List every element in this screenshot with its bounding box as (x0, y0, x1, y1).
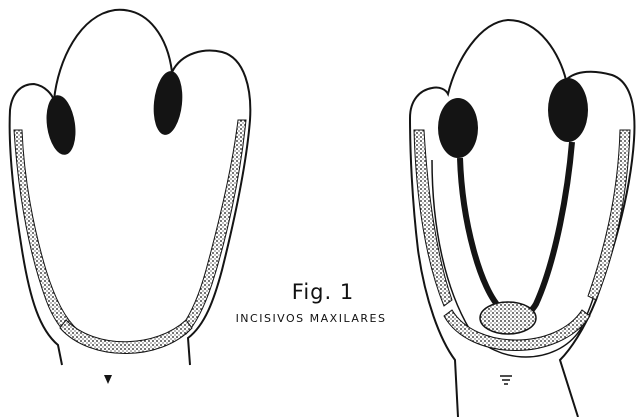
left-incisor-enamel-left (14, 130, 78, 338)
left-incisor-cervical-band (60, 320, 192, 354)
left-incisor-pulp-horn-right (151, 70, 186, 137)
left-incisor-pulp-horn-left (43, 93, 79, 156)
right-incisor-pulp-canal (460, 142, 572, 315)
right-incisor-root-mark (500, 376, 512, 384)
figure-title: Fig. 1 (240, 280, 406, 304)
right-incisor-pulp-chamber (480, 302, 536, 334)
left-incisor-outline (10, 10, 251, 365)
right-incisor-enamel-left (414, 130, 452, 306)
right-incisor-pulp-horn-left (438, 98, 478, 158)
left-incisor (10, 10, 251, 384)
figure-subtitle: INCISIVOS MAXILARES (216, 312, 406, 325)
left-incisor-root-mark (104, 375, 112, 384)
right-incisor-pulp-horn-right (548, 78, 588, 142)
right-incisor-enamel-right (588, 130, 630, 300)
figure-caption: Fig. 1 INCISIVOS MAXILARES (216, 280, 406, 325)
right-incisor (410, 20, 634, 417)
